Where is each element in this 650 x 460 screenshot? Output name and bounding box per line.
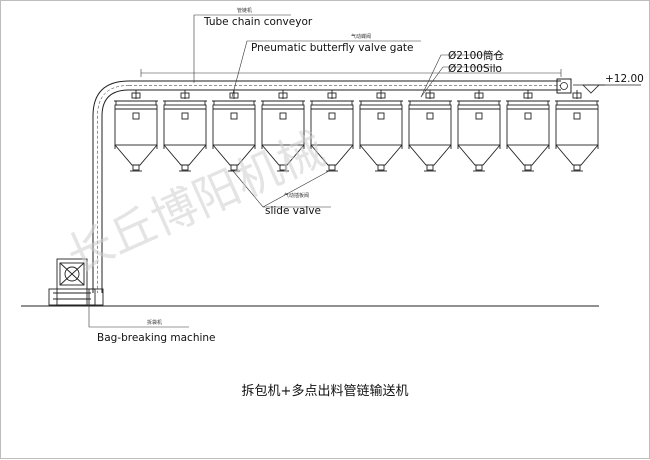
- caption: 拆包机+多点出料管链输送机: [241, 384, 409, 399]
- silo: [359, 90, 403, 172]
- silo: [408, 90, 452, 172]
- silo: [555, 90, 599, 172]
- elevation-marker: [573, 84, 641, 94]
- tag-bag-breaking-cn: 拆袋机: [147, 319, 162, 326]
- label-silo-cn: Ø2100筒仓: [448, 49, 504, 62]
- label-bag-breaking: Bag-breaking machine: [97, 332, 216, 344]
- silo: [114, 90, 158, 172]
- label-tube-chain-conveyor: Tube chain conveyor: [203, 16, 313, 28]
- bag-breaking-machine: [48, 258, 104, 306]
- silo: [212, 90, 256, 172]
- tag-pneumatic-cn: 气动蝶阀: [351, 33, 371, 40]
- label-pneumatic-valve: Pneumatic butterfly valve gate: [251, 42, 413, 54]
- silo: [261, 90, 305, 172]
- tag-slide-valve-cn: 气动插板阀: [284, 192, 309, 199]
- watermark: 长丘博阳机械: [59, 121, 333, 283]
- silo: [506, 90, 550, 172]
- horizontal-conveyor: [129, 78, 572, 94]
- silo-row: [114, 90, 599, 172]
- dimension-line: [140, 69, 562, 77]
- label-slide-valve: slide valve: [265, 205, 321, 217]
- silo: [163, 90, 207, 172]
- vertical-conveyor: [92, 80, 130, 293]
- label-silo: Ø2100Silo: [448, 63, 502, 75]
- leader-lines: [88, 14, 501, 328]
- silo: [310, 90, 354, 172]
- silo: [457, 90, 501, 172]
- label-elevation: +12.00: [605, 73, 644, 85]
- tag-tube-chain-cn: 管链机: [237, 7, 252, 14]
